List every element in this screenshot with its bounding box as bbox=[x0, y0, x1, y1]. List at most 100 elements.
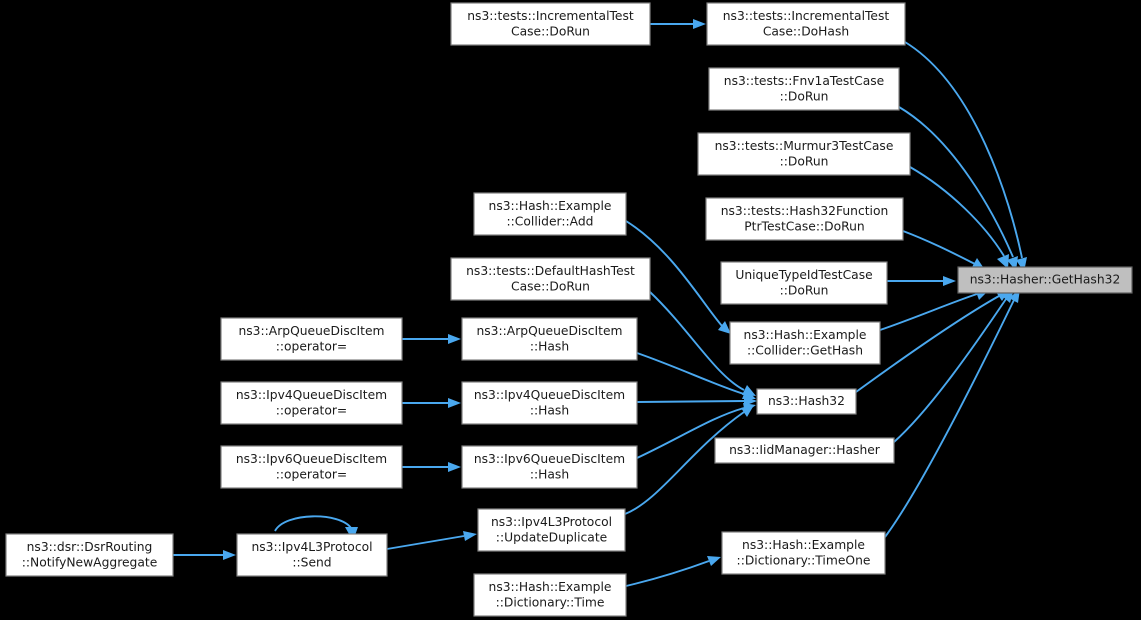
node-label-line: ns3::Hasher::GetHash32 bbox=[970, 273, 1121, 287]
node-label-line: ::UpdateDuplicate bbox=[496, 530, 607, 544]
node-label-line: Case::DoHash bbox=[763, 24, 849, 38]
node-box[interactable] bbox=[473, 573, 627, 617]
call-edge bbox=[884, 289, 1020, 538]
node-box[interactable] bbox=[756, 388, 857, 415]
node-box[interactable] bbox=[477, 508, 626, 552]
graph-node-murmur3-dorun[interactable]: ns3::tests::Murmur3TestCase::DoRun bbox=[697, 132, 911, 176]
edge-line bbox=[649, 291, 745, 391]
graph-node-ipv4q-operator[interactable]: ns3::Ipv4QueueDiscItem::operator= bbox=[220, 381, 403, 425]
graph-node-dsr-notifynewaggregate[interactable]: ns3::dsr::DsrRouting::NotifyNewAggregate bbox=[5, 533, 174, 577]
call-edge bbox=[173, 550, 236, 560]
arrowhead-icon bbox=[448, 334, 461, 344]
arrowhead-icon bbox=[448, 462, 461, 472]
call-edge bbox=[879, 289, 988, 331]
edge-line bbox=[893, 298, 1007, 443]
node-label-line: ::Collider::Add bbox=[507, 214, 594, 228]
call-edge bbox=[386, 531, 477, 550]
node-label-line: ns3::tests::Hash32Function bbox=[721, 204, 889, 218]
node-label-line: ::operator= bbox=[276, 339, 347, 353]
node-label-line: ns3::ArpQueueDiscItem bbox=[476, 324, 622, 338]
node-box[interactable] bbox=[705, 197, 904, 241]
node-label-line: Case::DoRun bbox=[511, 24, 590, 38]
graph-node-ipv4l3-updateduplicate[interactable]: ns3::Ipv4L3Protocol::UpdateDuplicate bbox=[477, 508, 626, 552]
arrowhead-icon bbox=[448, 398, 461, 408]
arrowhead-icon bbox=[707, 556, 721, 566]
node-label-line: ns3::Hash32 bbox=[768, 394, 845, 408]
graph-node-ipv4q-hash[interactable]: ns3::Ipv4QueueDiscItem::Hash bbox=[461, 381, 638, 425]
graph-node-dictionary-timeone[interactable]: ns3::Hash::Example::Dictionary::TimeOne bbox=[721, 531, 886, 575]
edge-line bbox=[386, 535, 465, 550]
graph-node-arp-hash[interactable]: ns3::ArpQueueDiscItem::Hash bbox=[461, 317, 638, 361]
node-box[interactable] bbox=[220, 445, 403, 489]
graph-node-fnv1a-dorun[interactable]: ns3::tests::Fnv1aTestCase::DoRun bbox=[708, 67, 900, 111]
node-label-line: ns3::Hash::Example bbox=[489, 199, 612, 213]
node-box[interactable] bbox=[461, 317, 638, 361]
graph-node-arp-operator[interactable]: ns3::ArpQueueDiscItem::operator= bbox=[220, 317, 403, 361]
node-label-line: ::DoRun bbox=[780, 154, 829, 168]
graph-node-uniquetypeid-dorun[interactable]: UniqueTypeIdTestCase::DoRun bbox=[720, 261, 888, 305]
node-label-line: ::Hash bbox=[530, 403, 569, 417]
graph-node-hasher-gethash32[interactable]: ns3::Hasher::GetHash32 bbox=[957, 266, 1133, 294]
graph-node-dictionary-time[interactable]: ns3::Hash::Example::Dictionary::Time bbox=[473, 573, 627, 617]
node-box[interactable] bbox=[461, 381, 638, 425]
node-label-line: ns3::Hash::Example bbox=[489, 580, 612, 594]
edge-line bbox=[625, 560, 710, 587]
node-box[interactable] bbox=[236, 533, 388, 577]
node-box[interactable] bbox=[720, 261, 888, 305]
edge-line bbox=[636, 352, 745, 395]
call-edge bbox=[902, 230, 985, 270]
graph-node-iidmanager-hasher[interactable]: ns3::IidManager::Hasher bbox=[714, 437, 895, 464]
call-edge bbox=[887, 276, 956, 286]
node-label-line: ns3::Ipv6QueueDiscItem bbox=[474, 452, 625, 466]
node-box[interactable] bbox=[729, 321, 881, 365]
arrowhead-icon bbox=[741, 405, 754, 417]
node-label-line: PtrTestCase::DoRun bbox=[744, 219, 864, 233]
edge-line bbox=[625, 220, 723, 327]
node-box[interactable] bbox=[450, 257, 651, 301]
graph-node-ipv4l3-send[interactable]: ns3::Ipv4L3Protocol::Send bbox=[236, 533, 388, 577]
node-label-line: ns3::Hash::Example bbox=[742, 538, 865, 552]
graph-node-ipv6q-operator[interactable]: ns3::Ipv6QueueDiscItem::operator= bbox=[220, 445, 403, 489]
graph-node-ipv6q-hash[interactable]: ns3::Ipv6QueueDiscItem::Hash bbox=[461, 445, 638, 489]
node-box[interactable] bbox=[714, 437, 895, 464]
node-label-line: ns3::tests::Murmur3TestCase bbox=[715, 139, 894, 153]
arrowhead-icon bbox=[943, 276, 956, 286]
edge-layer bbox=[173, 19, 1027, 587]
call-edge bbox=[625, 556, 721, 587]
graph-node-hash32[interactable]: ns3::Hash32 bbox=[756, 388, 857, 415]
node-label-line: ns3::tests::DefaultHashTest bbox=[466, 264, 635, 278]
call-edge bbox=[402, 398, 461, 408]
node-label-line: ::Collider::GetHash bbox=[747, 343, 863, 357]
graph-node-collider-add[interactable]: ns3::Hash::Example::Collider::Add bbox=[473, 192, 627, 236]
call-edge bbox=[625, 220, 731, 334]
call-edge bbox=[898, 106, 1018, 271]
node-label-line: ::DoRun bbox=[780, 283, 829, 297]
node-box[interactable] bbox=[450, 2, 651, 46]
node-box[interactable] bbox=[697, 132, 911, 176]
graph-node-hash32fnptr-dorun[interactable]: ns3::tests::Hash32FunctionPtrTestCase::D… bbox=[705, 197, 904, 241]
node-box[interactable] bbox=[220, 381, 403, 425]
node-box[interactable] bbox=[461, 445, 638, 489]
node-box[interactable] bbox=[473, 192, 627, 236]
node-label-line: ns3::Ipv4L3Protocol bbox=[491, 515, 612, 529]
node-label-line: ::Hash bbox=[530, 339, 569, 353]
node-box[interactable] bbox=[708, 67, 900, 111]
node-box[interactable] bbox=[706, 2, 906, 46]
graph-node-collider-gethash[interactable]: ns3::Hash::Example::Collider::GetHash bbox=[729, 321, 881, 365]
node-box[interactable] bbox=[957, 266, 1133, 294]
node-label-line: ns3::Ipv4L3Protocol bbox=[251, 540, 372, 554]
node-box[interactable] bbox=[721, 531, 886, 575]
call-edge bbox=[402, 334, 461, 344]
edge-line bbox=[884, 299, 1015, 538]
node-label-line: UniqueTypeIdTestCase bbox=[735, 268, 872, 282]
call-edge bbox=[624, 405, 754, 515]
node-label-line: ::Dictionary::Time bbox=[496, 595, 605, 609]
node-box[interactable] bbox=[5, 533, 174, 577]
node-box[interactable] bbox=[220, 317, 403, 361]
node-label-line: Case::DoRun bbox=[511, 279, 590, 293]
arrowhead-icon bbox=[223, 550, 236, 560]
